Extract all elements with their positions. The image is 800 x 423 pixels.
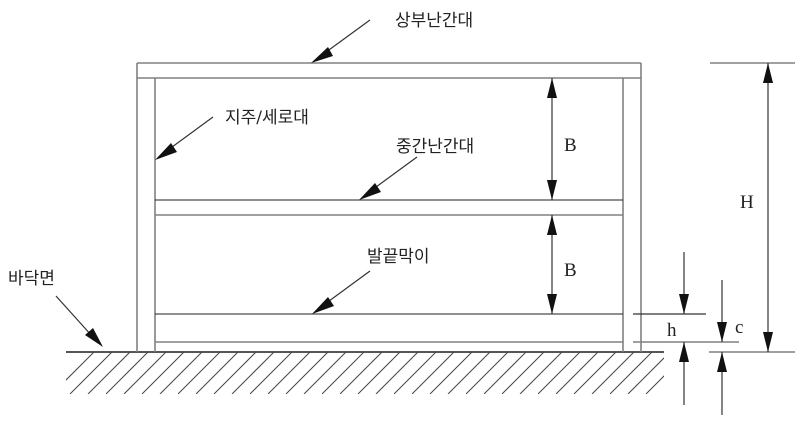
label-mid-rail: 중간난간대 (396, 137, 474, 157)
top-rail (137, 62, 641, 79)
mid-rail-leader (359, 156, 418, 200)
right-post (622, 63, 642, 352)
dimension-h-toe-board (633, 252, 739, 405)
floor-leader (55, 295, 103, 347)
dimension-b-upper (547, 78, 557, 200)
label-top-rail: 상부난간대 (395, 11, 473, 31)
top-rail-leader (311, 19, 371, 63)
left-post (136, 63, 156, 352)
dimension-h-total (709, 62, 795, 353)
label-dim-b-upper: B (564, 135, 577, 156)
dimension-c-gap (717, 280, 727, 415)
floor-hatching (66, 352, 664, 394)
floor-ground (66, 351, 664, 394)
label-toe-board: 발끝막이 (367, 247, 430, 267)
post-leader (155, 116, 214, 160)
label-floor: 바닥면 (8, 269, 55, 289)
label-post: 지주/세로대 (225, 108, 309, 128)
dimension-b-lower (547, 215, 557, 314)
label-dim-b-lower: B (564, 260, 577, 281)
label-dim-h-toe: h (667, 320, 677, 341)
label-dim-c-gap: c (735, 317, 743, 338)
toe-board (155, 313, 623, 343)
mid-rail (155, 199, 623, 216)
label-dim-h-total: H (740, 192, 754, 213)
toe-board-leader (312, 270, 371, 314)
